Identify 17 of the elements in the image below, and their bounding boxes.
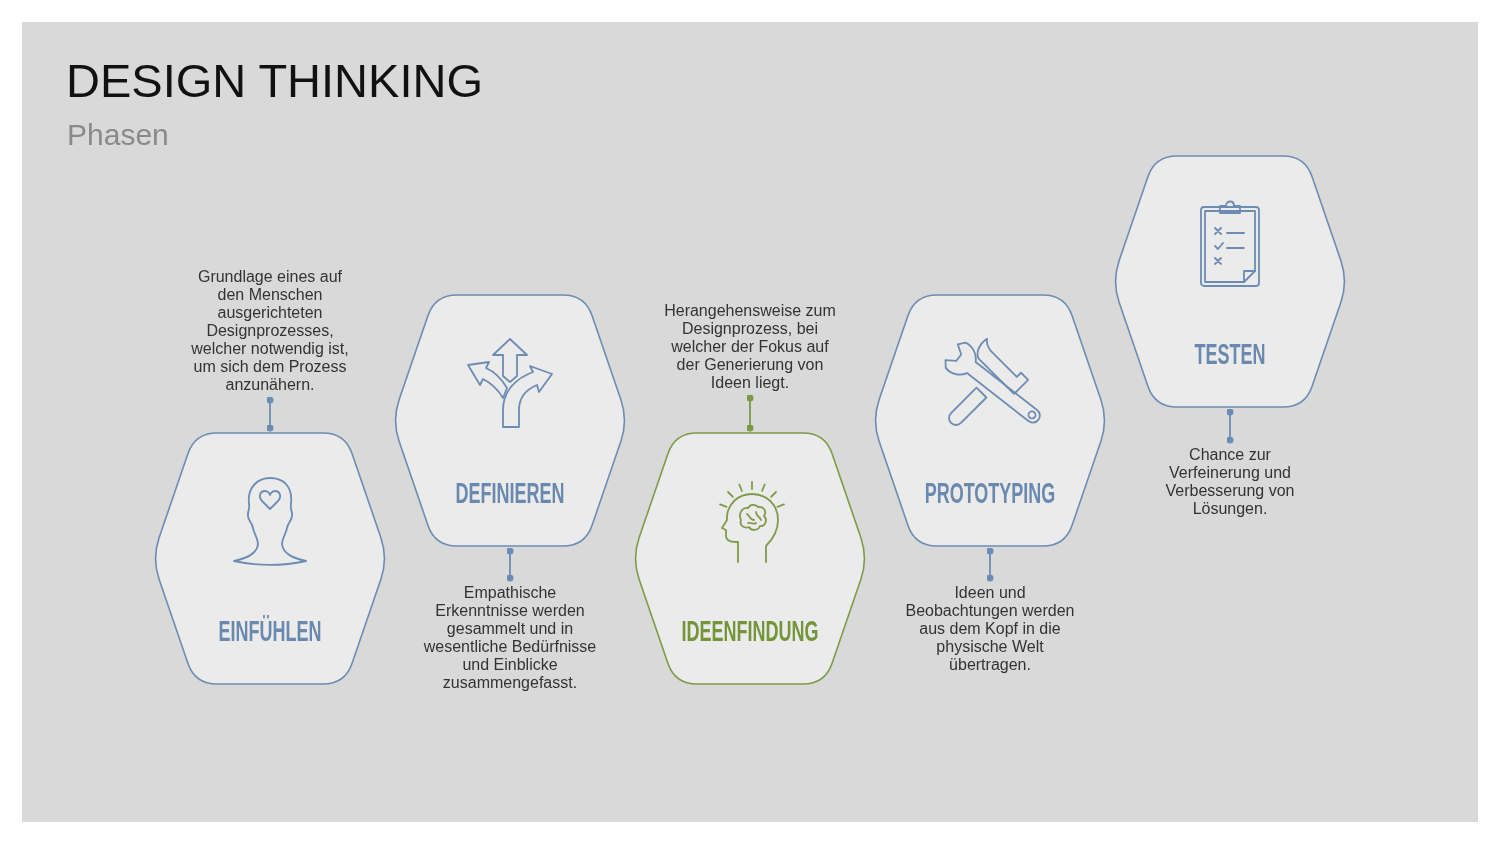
leader-line: [986, 547, 994, 582]
slide-title: DESIGN THINKING: [66, 54, 483, 108]
description-text: Herangehensweise zum Designprozess, bei welcher der Fokus auf der Generierung von Ideen liegt.: [663, 302, 837, 392]
description-text: Grundlage eines auf den Menschen ausgerichteten Designprozesses, welcher notwendig ist, um sich dem Prozess anzunähern.: [190, 268, 350, 394]
leader-line: [266, 396, 274, 432]
leader-line: [1226, 408, 1234, 444]
leader-line: [746, 394, 754, 432]
phase-title: EINFÜHLEN: [218, 616, 322, 646]
phase-title: IDEENFINDUNG: [681, 616, 819, 646]
description-text: Chance zur Verfeinerung und Verbesserung von Lösungen.: [1165, 446, 1295, 518]
description-text: Ideen und Beobachtungen werden aus dem Kopf in die physische Welt übertragen.: [904, 584, 1076, 674]
phase-title: DEFINIEREN: [455, 478, 565, 508]
phase-title: PROTOTYPING: [924, 478, 1056, 508]
phase-title: TESTEN: [1194, 339, 1266, 369]
leader-line: [506, 547, 514, 582]
description-text: Empathische Erkenntnisse werden gesammelt und in wesentliche Bedürfnisse und Einblicke zusammengefasst.: [423, 584, 597, 692]
slide-subtitle: Phasen: [67, 117, 169, 153]
